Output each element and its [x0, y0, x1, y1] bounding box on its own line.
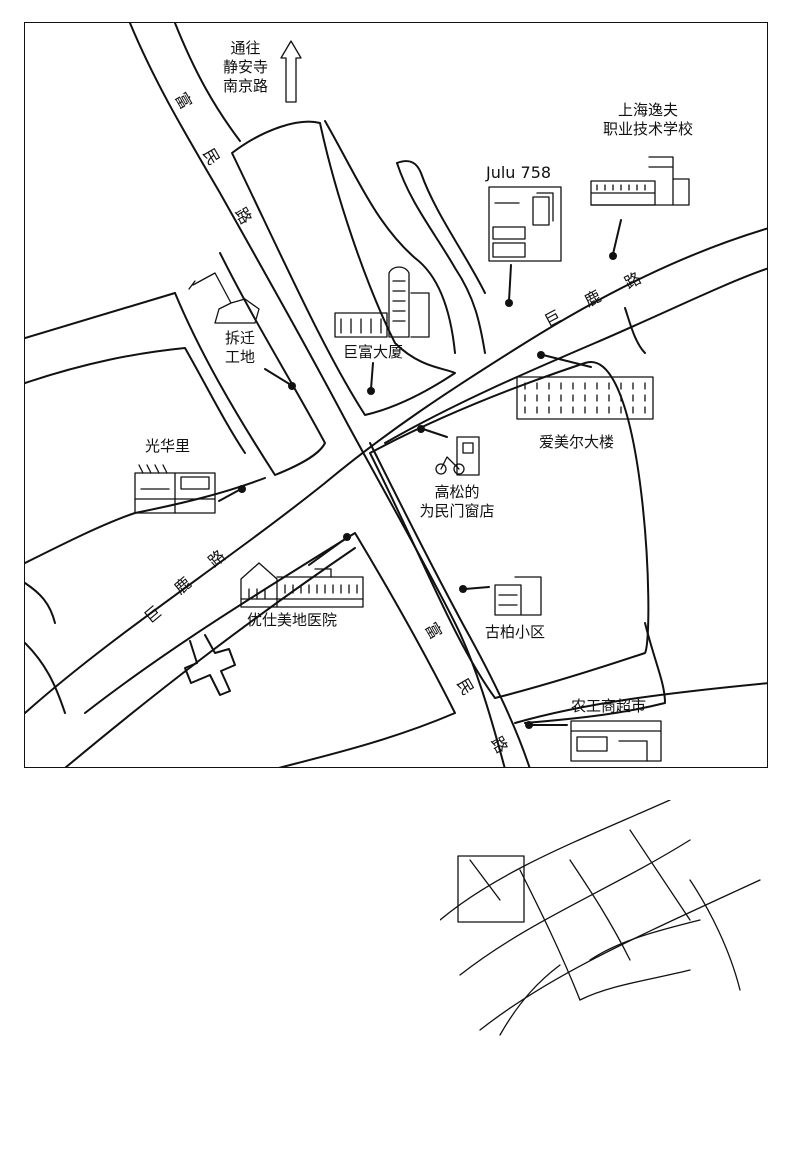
right-lane-east	[624, 307, 646, 354]
pointer-gaosong	[417, 425, 448, 438]
pointer-nonggongshang	[525, 721, 568, 729]
fumin-road-right-edge	[174, 23, 241, 142]
tower-icon	[334, 266, 430, 338]
pointer-demolition	[264, 368, 296, 390]
label-julu758: Julu 758	[486, 163, 552, 182]
label-demolition: 拆迁 工地	[225, 329, 256, 366]
left-lane-2	[25, 347, 246, 454]
supermarket-icon	[570, 720, 662, 762]
hospital-stub	[184, 634, 236, 696]
street-map: 通往 静安寺 南京路 富 民 路 富 民 路 巨 鹿 路 巨 鹿 路 上海逸夫 …	[24, 22, 768, 768]
right-block-gubo	[369, 361, 650, 699]
label-guanghuali: 光华里	[145, 437, 191, 455]
label-jufu: 巨富大厦	[343, 343, 404, 361]
inset-roads	[440, 800, 761, 1036]
pointer-jufu	[367, 362, 375, 395]
julu-road-upper-edge	[25, 227, 767, 714]
label-aimeier: 爱美尔大楼	[539, 433, 615, 451]
left-lane-5	[25, 642, 66, 714]
right-lane-east-2	[524, 622, 666, 724]
demolition-block	[174, 252, 326, 476]
side-lane-cap	[396, 160, 486, 294]
jufu-block	[231, 120, 456, 416]
pointer-julu758	[505, 264, 513, 307]
pointer-school	[609, 219, 622, 260]
apartment-block-icon	[516, 376, 654, 420]
fumin-road-right-edge-lower	[369, 442, 531, 767]
supermarket-block	[514, 682, 767, 724]
label-gubo: 古柏小区	[485, 623, 546, 641]
villa-hospital-icon	[240, 562, 364, 608]
pointer-guanghuali	[218, 485, 246, 502]
label-shanghai-yifu: 上海逸夫 职业技术学校	[602, 101, 693, 138]
locator-inset	[440, 800, 780, 1040]
pointer-youshimei	[308, 533, 351, 566]
excavator-icon	[188, 272, 260, 324]
julu758-building-icon	[488, 186, 562, 262]
locator-box-icon	[457, 855, 525, 923]
direction-label: 通往 静安寺 南京路	[223, 39, 269, 95]
hospital-block	[84, 532, 456, 767]
pointer-gubo	[459, 585, 490, 593]
label-gaosong: 高松的 为民门窗店	[419, 483, 495, 520]
label-youshimei: 优仕美地医院	[247, 611, 338, 629]
left-lane-4	[25, 582, 56, 624]
school-icon	[590, 156, 690, 206]
julu-road-lower-edge	[64, 547, 356, 767]
north-arrow-icon	[280, 40, 302, 103]
lane-house-icon	[134, 464, 216, 514]
label-nonggongshang: 农工商超市	[571, 697, 647, 715]
pointer-aimeier	[537, 351, 592, 368]
scooter-shop-icon	[435, 436, 480, 476]
fumin-road-left-edge	[129, 23, 506, 767]
julu-road-lower-edge-right	[384, 267, 767, 444]
residence-icon	[494, 576, 542, 616]
side-lane-right	[396, 162, 486, 354]
side-lane-left	[324, 120, 456, 354]
left-lane-1	[25, 292, 176, 339]
